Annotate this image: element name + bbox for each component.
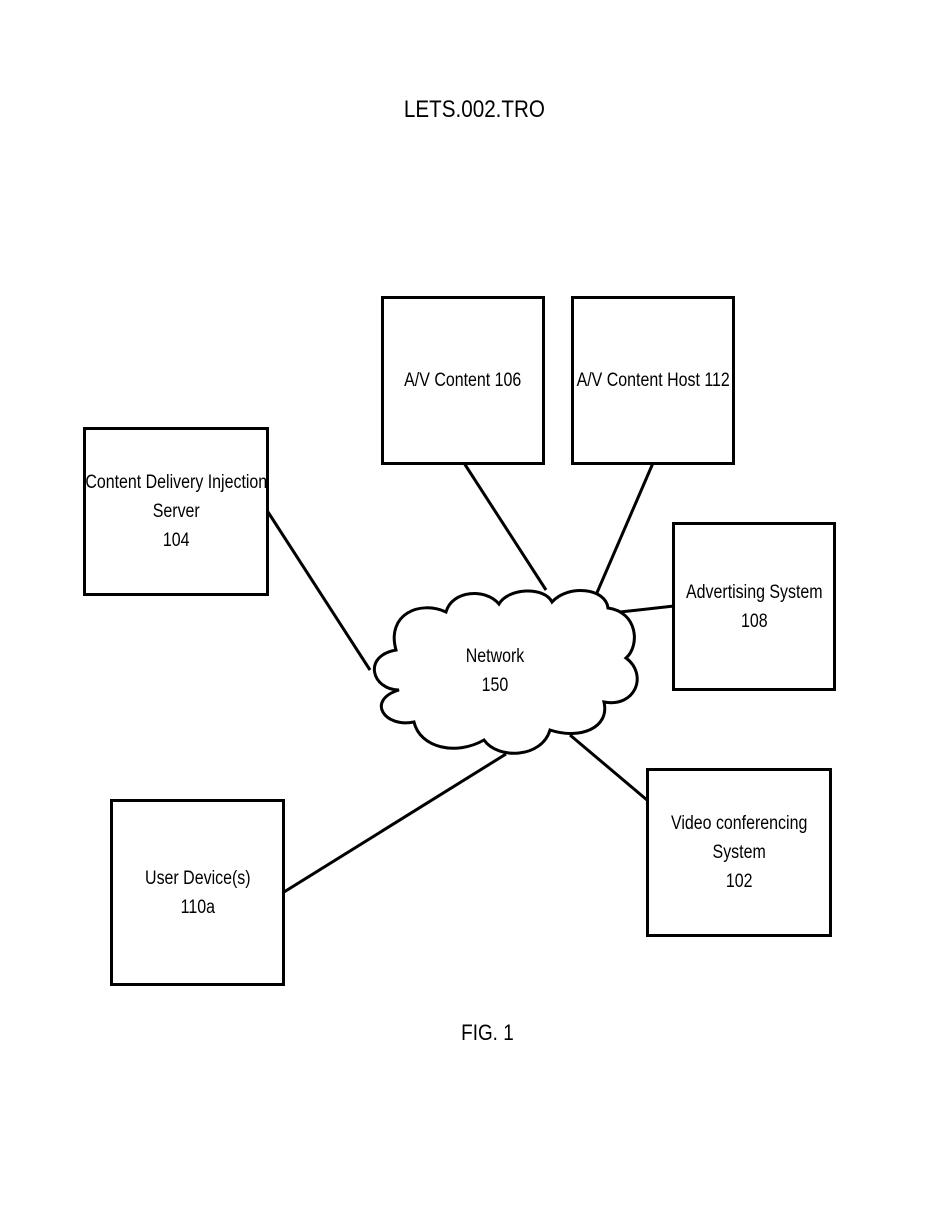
av-content-host-box: A/V Content Host 112 — [571, 296, 735, 465]
figure-caption: FIG. 1 — [68, 1020, 884, 1046]
link-video-conferencing-network — [570, 735, 647, 800]
advertising-system-box: Advertising System 108 — [672, 522, 836, 691]
av-content-label: A/V Content 106 — [404, 366, 521, 395]
network-label-line2: 150 — [453, 671, 537, 700]
advertising-system-label-line2: 108 — [686, 607, 823, 636]
link-user-device-network — [284, 754, 506, 892]
video-conferencing-label-line1: Video conferencing — [671, 809, 807, 838]
content-delivery-server-label-line3: 104 — [85, 526, 267, 555]
network-label-line1: Network — [453, 642, 537, 671]
av-content-box: A/V Content 106 — [381, 296, 545, 465]
video-conferencing-label-line2: System — [671, 838, 807, 867]
network-label: Network 150 — [453, 642, 537, 700]
link-content-delivery-server-network — [268, 512, 370, 670]
video-conferencing-label-line3: 102 — [671, 867, 807, 896]
user-device-box: User Device(s) 110a — [110, 799, 285, 986]
link-av-content-network — [464, 463, 546, 590]
document-id: LETS.002.TRO — [66, 96, 882, 124]
user-device-label-line1: User Device(s) — [145, 864, 251, 893]
content-delivery-server-box: Content Delivery Injection Server 104 — [83, 427, 269, 596]
content-delivery-server-label-line2: Server — [85, 497, 267, 526]
link-av-content-host-network — [596, 463, 653, 595]
video-conferencing-box: Video conferencing System 102 — [646, 768, 832, 937]
content-delivery-server-label-line1: Content Delivery Injection — [85, 468, 267, 497]
link-advertising-system-network — [620, 606, 674, 612]
figure-caption-text: FIG. 1 — [461, 1020, 514, 1046]
av-content-host-label: A/V Content Host 112 — [576, 366, 729, 395]
advertising-system-label-line1: Advertising System — [686, 578, 823, 607]
user-device-label-line2: 110a — [145, 893, 251, 922]
